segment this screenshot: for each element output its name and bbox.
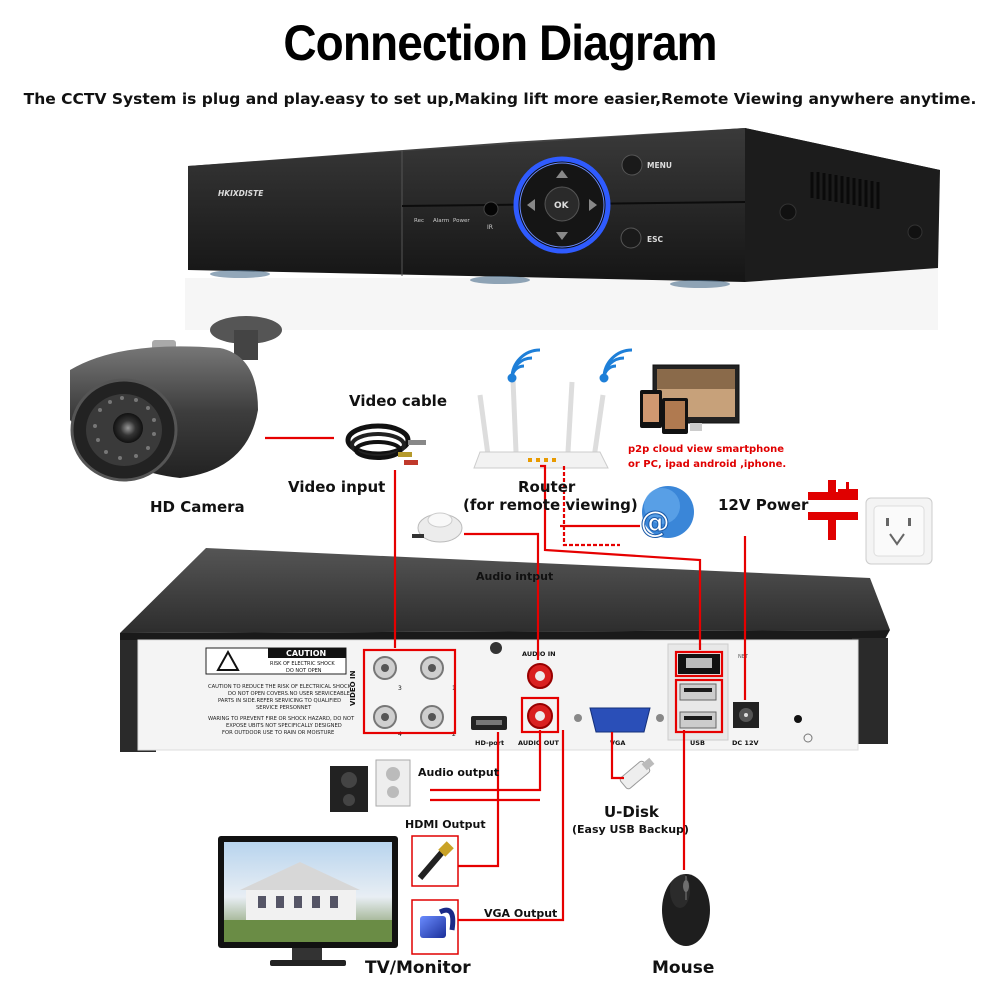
connection-wires (265, 436, 747, 922)
dvr-front-unit: HKIXDISTE Rec Alarm Power IR OK MENU ESC (185, 128, 940, 330)
warning-line: FOR OUTDOOR USE TO RAIN OR MOISTURE (222, 730, 334, 736)
vga-label: VGA (610, 739, 625, 747)
wifi-icon-right (599, 348, 633, 383)
right-arrow-icon[interactable] (589, 199, 597, 211)
p2p-label-line2: or PC, ipad android ,iphone. (628, 459, 787, 470)
hdmi-cable-icon (417, 841, 454, 880)
warning-line: DO NOT OPEN COVERS.NO USER SERVICEABLE (228, 691, 350, 697)
bnc-number: 2 (452, 731, 456, 738)
p2p-label-line1: p2p cloud view smartphone (628, 444, 785, 455)
router-sublabel: (for remote viewing) (463, 496, 638, 514)
audio-output-label: Audio output (418, 766, 499, 779)
video-in-label: VIDEO IN (349, 670, 357, 706)
hdmi-output-label: HDMI Output (405, 818, 486, 831)
router-label: Router (518, 478, 576, 496)
hd-camera-label: HD Camera (150, 498, 245, 516)
power-symbol-icon (808, 480, 858, 540)
up-arrow-icon[interactable] (556, 170, 568, 178)
led-alarm-label: Alarm (433, 218, 449, 224)
tv-monitor-icon (218, 836, 398, 966)
bnc-number: 3 (398, 685, 402, 692)
caution-title: CAUTION (286, 649, 326, 658)
esc-label: ESC (647, 235, 664, 244)
ok-button[interactable] (544, 186, 580, 222)
bnc-ports[interactable] (373, 656, 444, 729)
warning-line: CAUTION TO REDUCE THE RISK OF ELECTRICAL… (208, 684, 352, 690)
mouse-icon (662, 872, 710, 946)
usb-drive-icon (619, 757, 655, 790)
caution-sub2: DO NOT OPEN (286, 668, 322, 674)
dvr-side (745, 128, 940, 282)
ir-label: IR (487, 224, 493, 231)
menu-label: MENU (647, 161, 672, 170)
audio-input-label: Audio intput (476, 570, 554, 583)
usb-label: USB (690, 739, 705, 747)
dvr-back-unit: CAUTION RISK OF ELECTRIC SHOCK DO NOT OP… (120, 548, 890, 752)
ok-label: OK (554, 201, 570, 211)
microphone-icon (412, 512, 463, 543)
audio-out-label: AUDIO OUT (518, 739, 560, 747)
net-label: NET (738, 654, 749, 660)
page-title: Connection Diagram (283, 15, 717, 71)
u-disk-label: U-Disk (604, 803, 659, 821)
video-cable-icon (345, 423, 426, 465)
warning-triangle-icon (216, 649, 240, 671)
internet-globe-icon: @ (640, 486, 694, 541)
vga-cable-icon (420, 907, 456, 938)
menu-button[interactable] (621, 154, 643, 176)
led-power-label: Power (453, 218, 470, 224)
warning-line: PARTS IN SIDE.REFER SERVICING TO QUALIFI… (218, 698, 341, 704)
dc-label: DC 12V (732, 739, 759, 747)
left-arrow-icon[interactable] (527, 199, 535, 211)
ir-sensor-icon (483, 201, 499, 217)
hd-port-label: HD-port (475, 739, 504, 747)
dvr-brand: HKIXDISTE (218, 189, 264, 198)
router-icon (473, 379, 609, 469)
tv-monitor-label: TV/Monitor (365, 958, 471, 978)
u-disk-sublabel: (Easy USB Backup) (572, 823, 689, 836)
power-label: 12V Power (718, 496, 809, 514)
led-rec-label: Rec (414, 218, 424, 224)
svg-text:@: @ (640, 505, 670, 540)
vga-port[interactable] (589, 707, 651, 733)
warning-line: EXPOSE UBITS NOT SPECIFICALLY DESIGNED (226, 723, 342, 729)
video-cable-label: Video cable (349, 392, 447, 410)
wall-socket-icon (865, 497, 933, 565)
page-subtitle: The CCTV System is plug and play.easy to… (23, 90, 977, 108)
devices-icon (640, 364, 740, 434)
warning-line: SERVICE PERSONNET (256, 705, 312, 711)
caution-sub1: RISK OF ELECTRIC SHOCK (270, 661, 335, 667)
wifi-icon (507, 348, 541, 383)
speakers-icon (330, 759, 411, 812)
bnc-number: 4 (398, 731, 402, 738)
warning-line: WARING TO PREVENT FIRE OR SHOCK HAZARD, … (208, 716, 355, 722)
vga-output-label: VGA Output (484, 907, 558, 920)
mouse-label: Mouse (652, 958, 715, 978)
hd-camera-icon (70, 316, 282, 482)
navigation-pad[interactable]: OK (513, 156, 611, 254)
video-input-label: Video input (288, 478, 386, 496)
down-arrow-icon[interactable] (556, 232, 568, 240)
esc-button[interactable] (620, 227, 642, 249)
